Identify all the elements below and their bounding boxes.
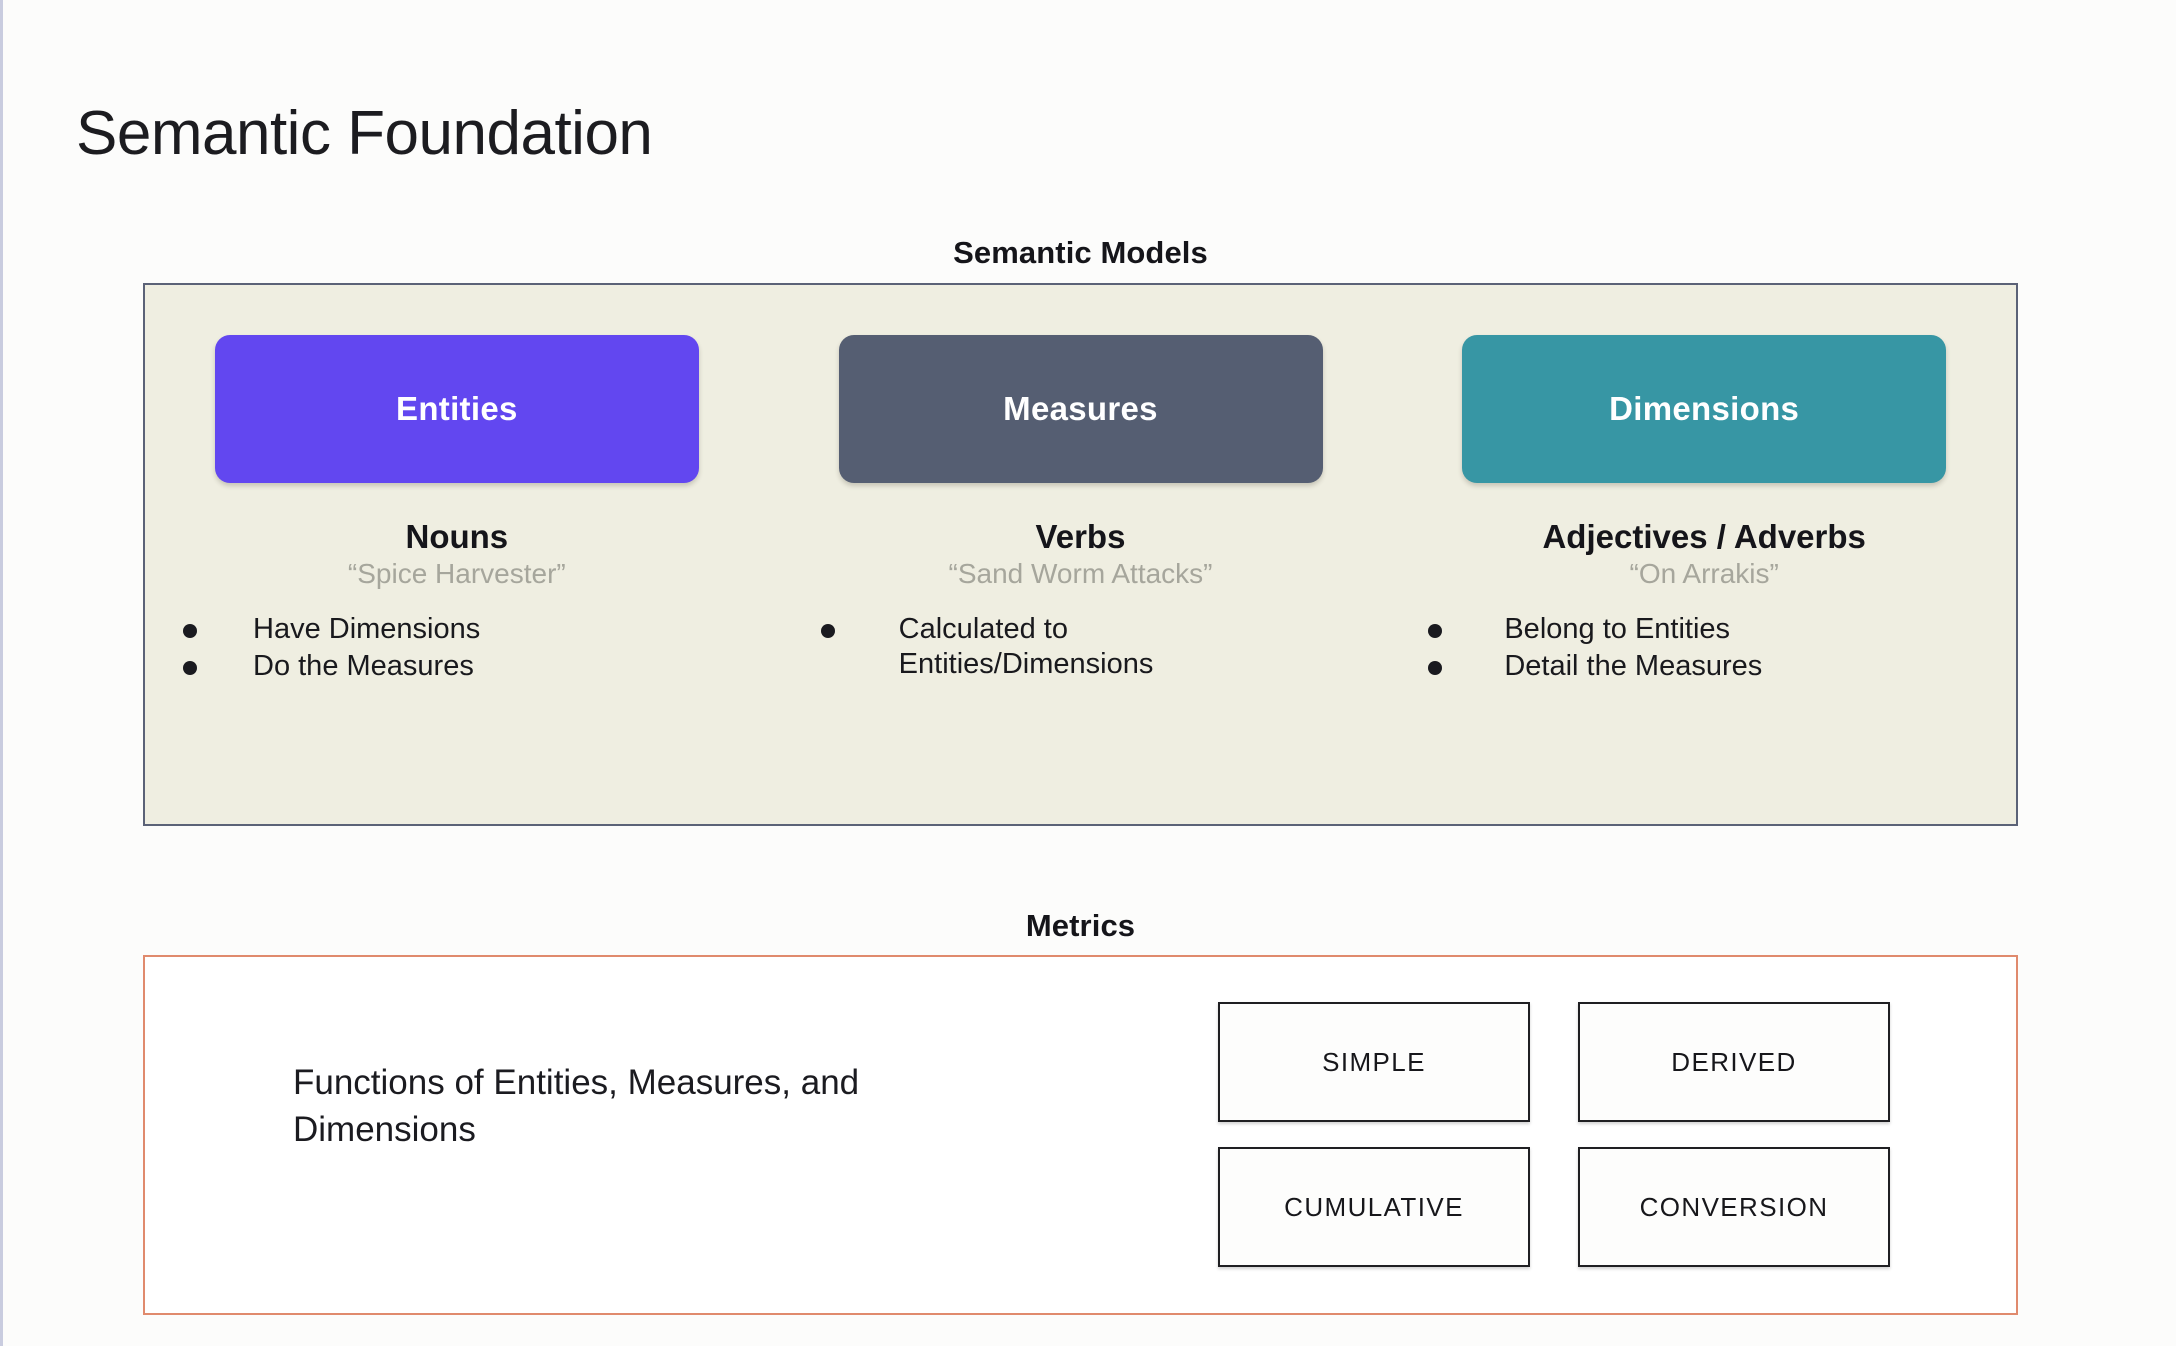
- bullet-dot-icon: [1428, 624, 1443, 639]
- bullet-label: Detail the Measures: [1504, 649, 1763, 682]
- metric-type-simple[interactable]: SIMPLE: [1218, 1002, 1530, 1122]
- bullet-dot-icon: [183, 624, 197, 639]
- left-edge-rule: [0, 0, 3, 1346]
- page-title: Semantic Foundation: [76, 98, 653, 168]
- model-column-entities: Entities Nouns “Spice Harvester” Have Di…: [145, 285, 769, 824]
- bullet-list-dimensions: Belong to Entities Detail the Measures: [1392, 612, 2016, 686]
- metric-type-cumulative[interactable]: CUMULATIVE: [1218, 1147, 1530, 1267]
- part-of-speech-entities: Nouns: [405, 518, 509, 555]
- chip-entities[interactable]: Entities: [214, 335, 699, 483]
- part-of-speech-measures: Verbs: [1035, 518, 1126, 555]
- example-measures: “Sand Worm Attacks”: [948, 557, 1213, 589]
- chip-measures[interactable]: Measures: [838, 335, 1323, 483]
- metrics-heading: Metrics: [1025, 908, 1136, 943]
- metric-type-derived[interactable]: DERIVED: [1578, 1002, 1890, 1122]
- bullet-list-entities: Have Dimensions Do the Measures: [145, 612, 769, 686]
- bullet-dot-icon: [820, 624, 835, 639]
- list-item: Do the Measures: [183, 649, 769, 684]
- list-item: Belong to Entities: [1428, 612, 2016, 647]
- example-entities: “Spice Harvester”: [347, 557, 566, 589]
- list-item: Calculated to Entities/Dimensions: [820, 612, 1393, 682]
- bullet-label: Do the Measures: [253, 649, 474, 682]
- bullet-label: Calculated to Entities/Dimensions: [898, 613, 1154, 680]
- semantic-models-panel: Entities Nouns “Spice Harvester” Have Di…: [143, 283, 2018, 826]
- part-of-speech-dimensions: Adjectives / Adverbs: [1542, 518, 1866, 555]
- metrics-description: Functions of Entities, Measures, and Dim…: [293, 1063, 860, 1149]
- chip-dimensions[interactable]: Dimensions: [1462, 335, 1947, 483]
- bullet-dot-icon: [183, 660, 197, 675]
- list-item: Have Dimensions: [183, 612, 769, 647]
- list-item: Detail the Measures: [1428, 649, 2016, 684]
- semantic-models-heading: Semantic Models: [953, 235, 1208, 270]
- example-dimensions: “On Arrakis”: [1629, 557, 1779, 589]
- metric-type-grid: SIMPLE DERIVED CUMULATIVE CONVERSION: [1218, 1002, 1890, 1267]
- bullet-label: Belong to Entities: [1504, 613, 1731, 646]
- bullet-dot-icon: [1428, 660, 1443, 675]
- bullet-label: Have Dimensions: [253, 613, 481, 646]
- semantic-models-grid: Entities Nouns “Spice Harvester” Have Di…: [145, 285, 2016, 824]
- metrics-panel: Functions of Entities, Measures, and Dim…: [143, 955, 2018, 1315]
- model-column-measures: Measures Verbs “Sand Worm Attacks” Calcu…: [769, 285, 1393, 824]
- model-column-dimensions: Dimensions Adjectives / Adverbs “On Arra…: [1392, 285, 2016, 824]
- metric-type-conversion[interactable]: CONVERSION: [1578, 1147, 1890, 1267]
- bullet-list-measures: Calculated to Entities/Dimensions: [769, 612, 1393, 684]
